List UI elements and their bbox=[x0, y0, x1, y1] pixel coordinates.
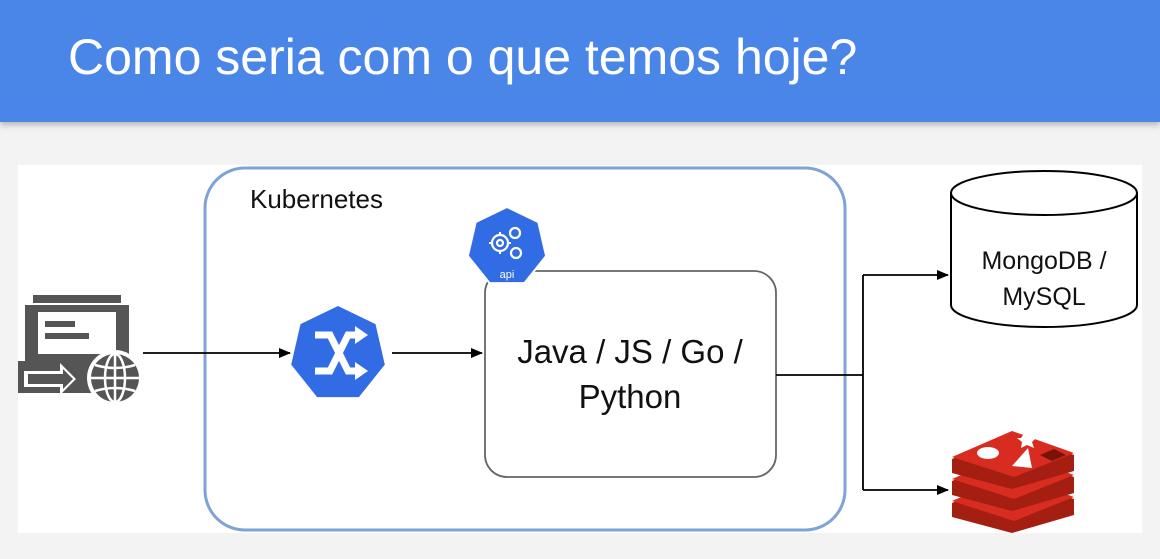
kubernetes-cluster-label: Kubernetes bbox=[250, 184, 383, 214]
kubernetes-api-icon: api bbox=[466, 205, 548, 285]
client-web-icon bbox=[18, 295, 143, 406]
diagram-canvas: Kubernetes Java / JS / bbox=[18, 165, 1142, 533]
api-icon-label: api bbox=[500, 269, 515, 281]
service-box-line1: Java / JS / Go / bbox=[517, 333, 743, 370]
database-label-line2: MySQL bbox=[1002, 283, 1085, 311]
kubernetes-cluster-boundary bbox=[203, 166, 847, 532]
slide-title: Como seria com o que temos hoje? bbox=[68, 29, 858, 85]
ingress-shuffle-icon bbox=[291, 306, 385, 398]
database-cylinder-icon bbox=[950, 170, 1138, 328]
redis-icon bbox=[952, 431, 1074, 533]
architecture-diagram: Kubernetes Java / JS / bbox=[18, 166, 1138, 533]
service-box bbox=[484, 270, 777, 478]
database-label-line1: MongoDB / bbox=[981, 247, 1106, 275]
service-box-line2: Python bbox=[579, 378, 682, 415]
service-output-connectors bbox=[776, 275, 864, 490]
slide-header: Como seria com o que temos hoje? bbox=[0, 0, 1160, 122]
